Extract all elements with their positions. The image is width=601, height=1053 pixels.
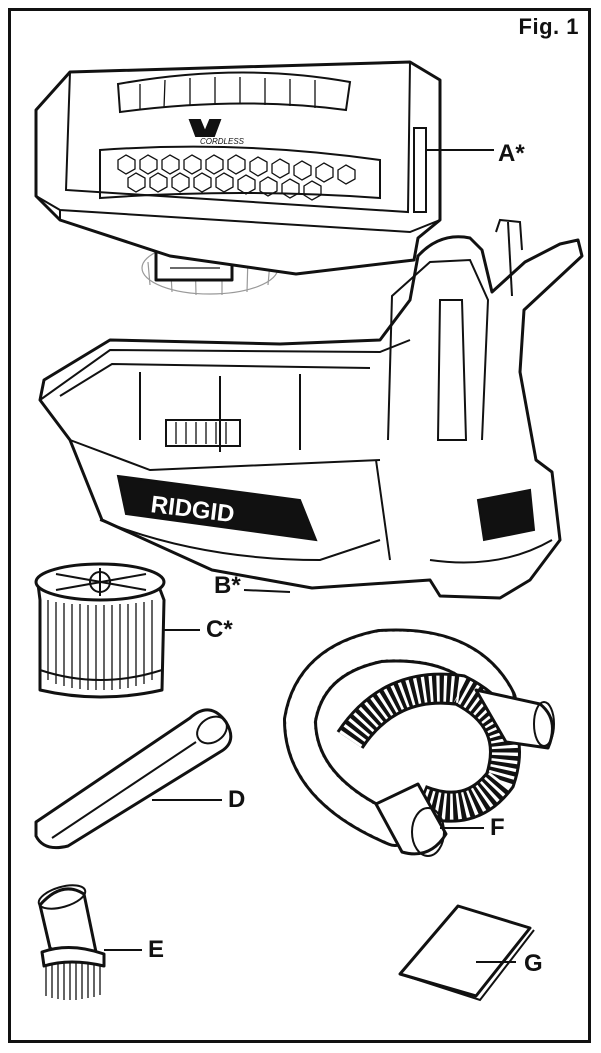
hose-part-f xyxy=(282,628,555,857)
power-head-logo-text: CORDLESS xyxy=(200,137,245,146)
label-b: B* xyxy=(214,572,241,599)
dusting-brush-part-e xyxy=(37,884,142,1000)
label-e: E xyxy=(148,936,165,963)
label-g: G xyxy=(524,950,543,977)
manual-part-g xyxy=(398,904,535,1002)
power-head-part-a: CORDLESS xyxy=(34,60,494,296)
label-a: A* xyxy=(498,140,525,167)
label-d: D xyxy=(228,786,246,813)
label-c: C* xyxy=(206,616,233,643)
crevice-tool-part-d xyxy=(34,708,233,850)
figure-title: Fig. 1 xyxy=(518,14,579,39)
figure-frame xyxy=(8,8,591,1043)
tank-part-b: RIDGID xyxy=(38,218,584,600)
label-f: F xyxy=(490,814,505,841)
filter-part-c xyxy=(34,562,200,699)
